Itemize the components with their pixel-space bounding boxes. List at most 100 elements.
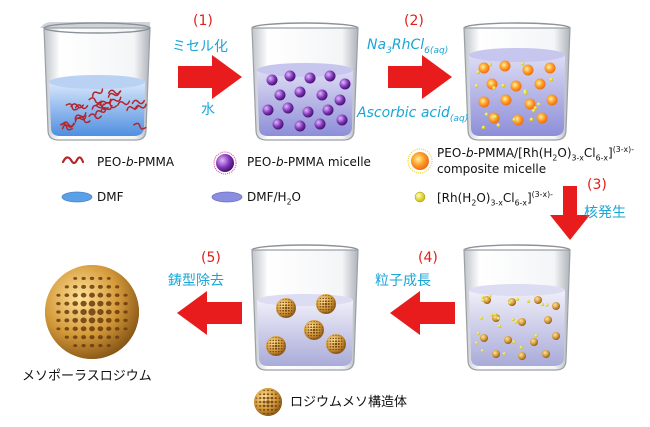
arrow-step-5 xyxy=(177,291,242,335)
rhodium-nucleus xyxy=(518,352,526,360)
rh-complex-dot xyxy=(493,312,497,316)
rh-complex-dot xyxy=(512,117,517,122)
polymer-chain xyxy=(91,88,104,98)
micelle xyxy=(314,118,326,130)
arrow-step-4 xyxy=(390,291,455,335)
legend-micelle-label: PEO-b-PMMA micelle xyxy=(247,155,371,169)
label-rhodium-mesostructure: ロジウムメソ構造体 xyxy=(290,395,408,410)
legend-dmf-label: DMF xyxy=(97,190,124,204)
beaker-2-micelles xyxy=(251,22,359,141)
legend-icons xyxy=(61,148,433,203)
polymer-chain xyxy=(133,122,147,130)
polymer-chain xyxy=(131,99,146,105)
legend-dmf-h2o-label: DMF/H2O xyxy=(247,190,301,207)
rhodium-nucleus xyxy=(530,338,538,346)
pore-pattern xyxy=(254,388,282,416)
rh-complex-dot xyxy=(520,61,525,66)
polymer-chain xyxy=(99,98,112,107)
rhodium-nucleus xyxy=(480,334,488,342)
micelle xyxy=(272,118,284,130)
rhodium-nucleus xyxy=(518,318,526,326)
polymer-chain xyxy=(117,100,131,106)
rh-complex-dot xyxy=(496,123,501,127)
legend-rh-complex-label: [Rh(H2O)3-xCl6-x](3-x)- xyxy=(437,190,553,208)
rh-complex-dot xyxy=(511,317,515,321)
polymer-chain xyxy=(74,112,87,120)
rh-complex-dot xyxy=(531,108,536,113)
rhodium-mesostructure-particle xyxy=(326,334,346,354)
rh-complex-dot xyxy=(514,320,518,324)
step-2-label-ascorbic: Ascorbic acid(aq) xyxy=(357,105,469,124)
polymer-chain xyxy=(88,113,102,120)
polymer-chain-icon xyxy=(61,156,85,165)
micelle-icon xyxy=(213,151,237,175)
micelle xyxy=(294,86,306,98)
micelle xyxy=(282,102,294,114)
rh-complex-dot xyxy=(484,112,489,117)
polymer-chain xyxy=(88,97,102,104)
polymer-chain xyxy=(77,116,91,124)
composite-micelle xyxy=(510,80,522,92)
micelle xyxy=(304,72,316,84)
rhodium-nucleus xyxy=(483,296,491,304)
micelle xyxy=(324,70,336,82)
micelle xyxy=(294,120,306,132)
arrow-step-1 xyxy=(178,55,242,99)
composite-micelle xyxy=(544,62,556,74)
dmf-h2o-swatch-icon xyxy=(211,191,243,203)
rh-complex-dot xyxy=(490,313,494,317)
rh-complex-dot xyxy=(540,302,545,307)
rhodium-nucleus xyxy=(544,316,552,324)
rh-complex-dot xyxy=(536,102,541,107)
rhodium-nucleus xyxy=(542,350,550,358)
rh-complex-dot xyxy=(545,303,549,307)
rh-complex-dot xyxy=(488,294,492,298)
micelle xyxy=(334,94,346,106)
rh-complex-dot xyxy=(529,117,534,122)
micelle xyxy=(316,89,328,101)
step-4-number: (4) xyxy=(418,250,438,266)
step-4-label-growth: 粒子成長 xyxy=(375,273,431,289)
rhodium-nucleus xyxy=(504,336,512,344)
rhodium-nucleus xyxy=(552,332,560,340)
rh-complex-dot xyxy=(474,83,479,88)
pore-pattern xyxy=(45,265,139,359)
dmf-swatch-icon xyxy=(61,191,93,203)
rhodium-nucleus xyxy=(492,314,500,322)
label-mesoporous-rhodium: メソポーラスロジウム xyxy=(22,369,152,384)
step-5-label-template-removal: 鋳型除去 xyxy=(168,273,224,289)
beaker-4-nucleation xyxy=(463,244,571,371)
composite-micelle-icon xyxy=(407,148,433,174)
legend-composite-label-line1: PEO-b-PMMA/[Rh(H2O)3-xCl6-x](3-x)- xyxy=(437,145,635,163)
rh-complex-dot xyxy=(526,299,531,303)
rh-complex-dot xyxy=(476,70,480,74)
rh-complex-dot xyxy=(512,340,516,344)
rh-complex-dot xyxy=(501,83,505,88)
step-3-label-nucleation: 核発生 xyxy=(584,205,626,221)
rhodium-mesostructure-particle xyxy=(266,336,286,356)
micelle xyxy=(339,78,351,90)
rh-complex-dot xyxy=(549,77,554,82)
beaker-3-composite xyxy=(463,22,571,141)
step-1-number: (1) xyxy=(193,13,213,29)
polymer-chain xyxy=(65,103,79,111)
rh-complex-dot xyxy=(519,345,523,350)
rh-complex-dot xyxy=(523,91,528,95)
rh-complex-dot xyxy=(480,349,485,353)
polymer-chain xyxy=(126,104,139,112)
composite-micelle xyxy=(536,112,548,124)
rh-complex-dot xyxy=(492,86,496,90)
micelle xyxy=(274,89,286,101)
composite-micelle xyxy=(500,94,512,106)
composite-micelle xyxy=(522,64,534,76)
step-2-label-reagent: Na3RhCl6(aq) xyxy=(367,37,449,56)
legend-composite-label-line2: composite micelle xyxy=(437,162,547,176)
rhodium-nucleus xyxy=(534,296,542,304)
micelle xyxy=(284,70,296,82)
polymer-chain xyxy=(103,101,118,109)
rh-complex-dot xyxy=(502,352,506,356)
rh-complex-dot xyxy=(481,295,485,299)
rh-complex-dot xyxy=(479,316,483,320)
rh-complex-dot-icon xyxy=(414,191,426,203)
rh-complex-dot xyxy=(497,324,502,328)
